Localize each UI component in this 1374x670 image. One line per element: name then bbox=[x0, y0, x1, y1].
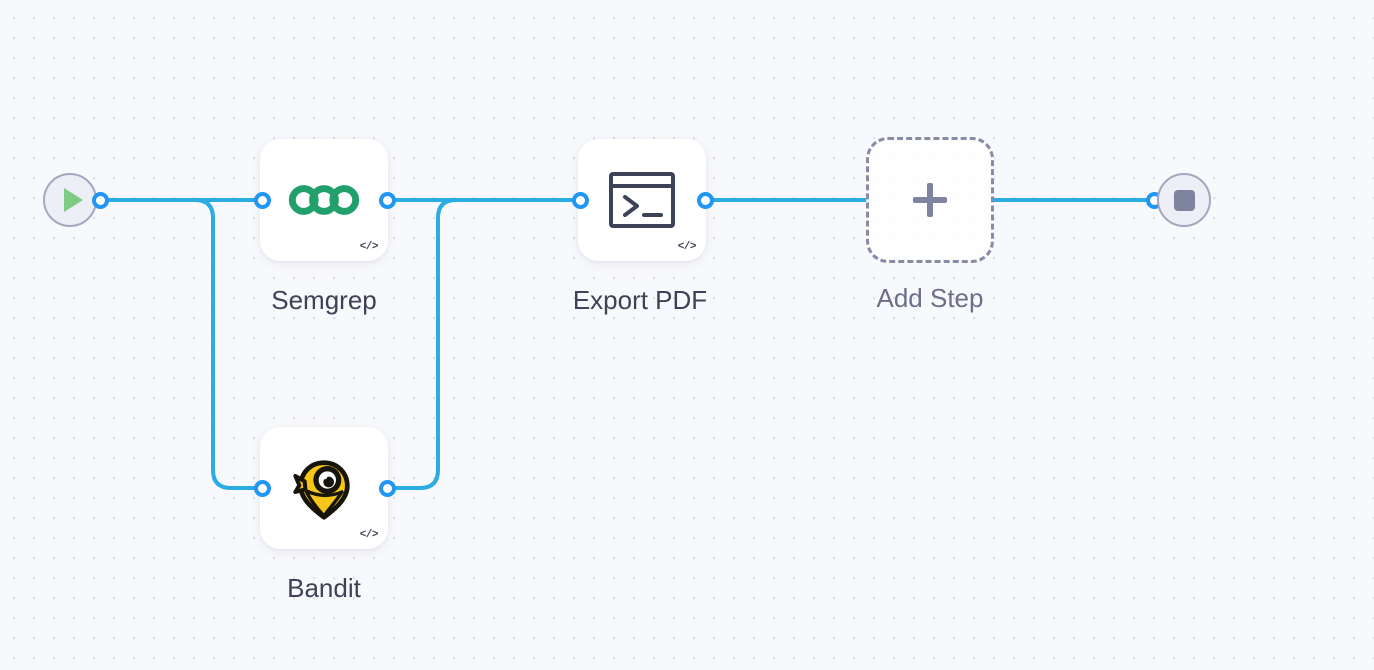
start-node-output-port[interactable] bbox=[92, 192, 109, 209]
add-step-button[interactable] bbox=[866, 137, 994, 263]
end-node[interactable] bbox=[1157, 173, 1211, 227]
node-semgrep-input-port[interactable] bbox=[254, 192, 271, 209]
node-bandit-input-port[interactable] bbox=[254, 480, 271, 497]
plus-icon bbox=[912, 182, 948, 218]
node-exportpdf-output-port[interactable] bbox=[697, 192, 714, 209]
node-bandit-label: Bandit bbox=[287, 573, 361, 603]
code-badge-icon: </> bbox=[677, 241, 697, 253]
code-badge-icon: </> bbox=[359, 529, 379, 541]
add-step-label: Add Step bbox=[876, 283, 984, 313]
start-node[interactable] bbox=[43, 173, 97, 227]
play-icon bbox=[63, 188, 83, 212]
node-bandit[interactable]: </> bbox=[260, 427, 388, 549]
node-bandit-output-port[interactable] bbox=[379, 480, 396, 497]
semgrep-logo-icon bbox=[288, 185, 360, 215]
node-semgrep[interactable]: </> bbox=[260, 139, 388, 261]
bandit-logo-icon bbox=[293, 460, 350, 520]
edge-bandit-to-exportpdf bbox=[392, 198, 574, 490]
node-exportpdf-label: Export PDF bbox=[572, 285, 708, 315]
edge-start-to-bandit bbox=[98, 198, 256, 490]
node-semgrep-output-port[interactable] bbox=[379, 192, 396, 209]
stop-icon bbox=[1173, 189, 1195, 211]
node-exportpdf[interactable]: </> bbox=[578, 139, 706, 261]
node-semgrep-label: Semgrep bbox=[271, 285, 377, 315]
node-exportpdf-input-port[interactable] bbox=[572, 192, 589, 209]
terminal-console-icon bbox=[609, 172, 675, 228]
code-badge-icon: </> bbox=[359, 241, 379, 253]
